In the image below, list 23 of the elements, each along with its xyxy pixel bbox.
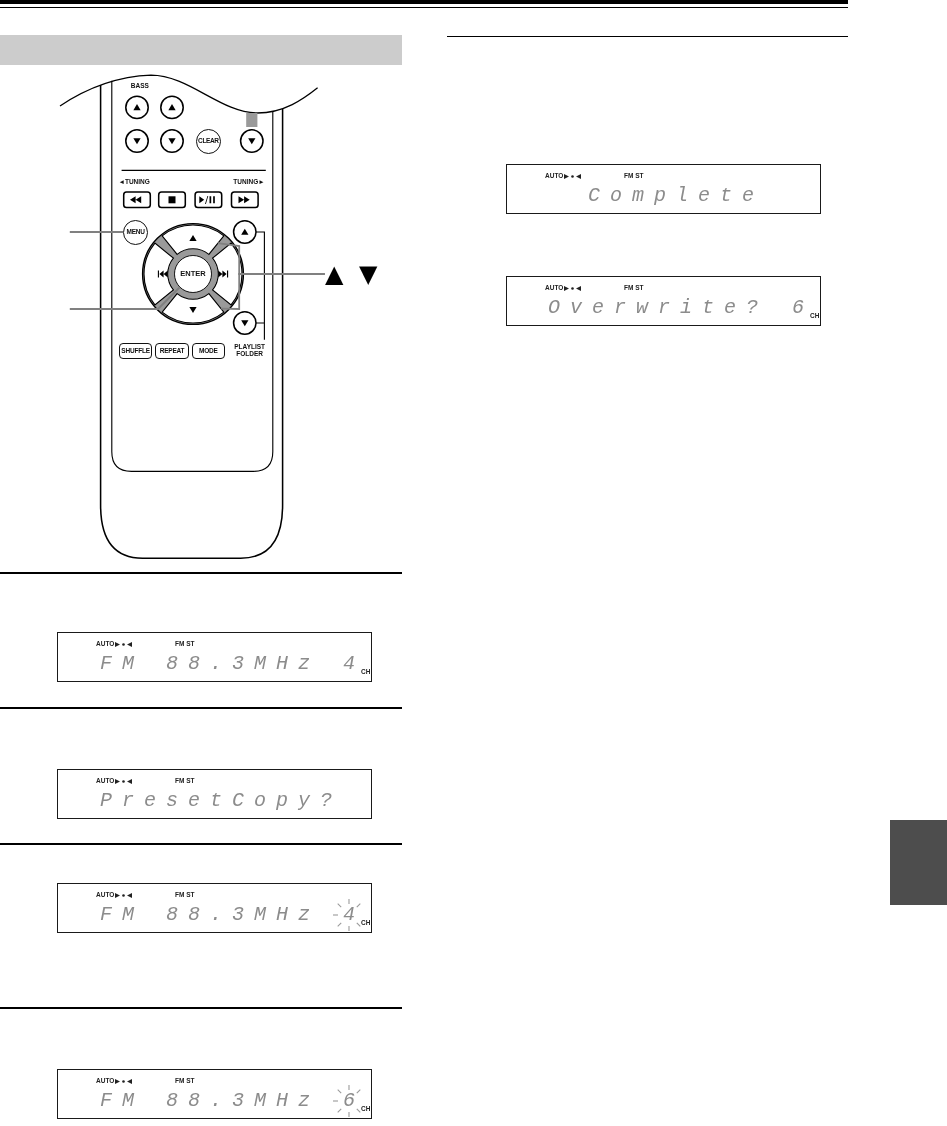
- side-tab: [890, 820, 947, 905]
- channel-number: 6: [343, 1090, 355, 1112]
- display-readout: FM 88.3MHz: [100, 1090, 321, 1112]
- channel-number: 6: [792, 297, 804, 319]
- arrow-key: [161, 224, 225, 255]
- channel-number: 4: [343, 653, 355, 675]
- lcd-display: [506, 276, 821, 326]
- lcd-display: [506, 164, 821, 214]
- display-readout: Overwrite?: [548, 297, 769, 319]
- display-readout: Complete: [588, 185, 764, 207]
- lcd-display: [57, 632, 372, 682]
- lcd-display: [57, 1069, 372, 1119]
- callout-label: ▲ ▼: [325, 262, 378, 286]
- display-readout: FM 88.3MHz: [100, 904, 321, 926]
- arrow-key: [161, 293, 225, 324]
- channel-number: 4: [343, 904, 355, 926]
- lcd-display: [57, 769, 372, 819]
- heading-band: [0, 35, 402, 65]
- leader-line: [220, 273, 326, 310]
- display-readout: PresetCopy?: [100, 790, 343, 812]
- leader-line: [68, 231, 125, 233]
- lcd-display: [57, 883, 372, 933]
- display-readout: FM 88.3MHz: [100, 653, 321, 675]
